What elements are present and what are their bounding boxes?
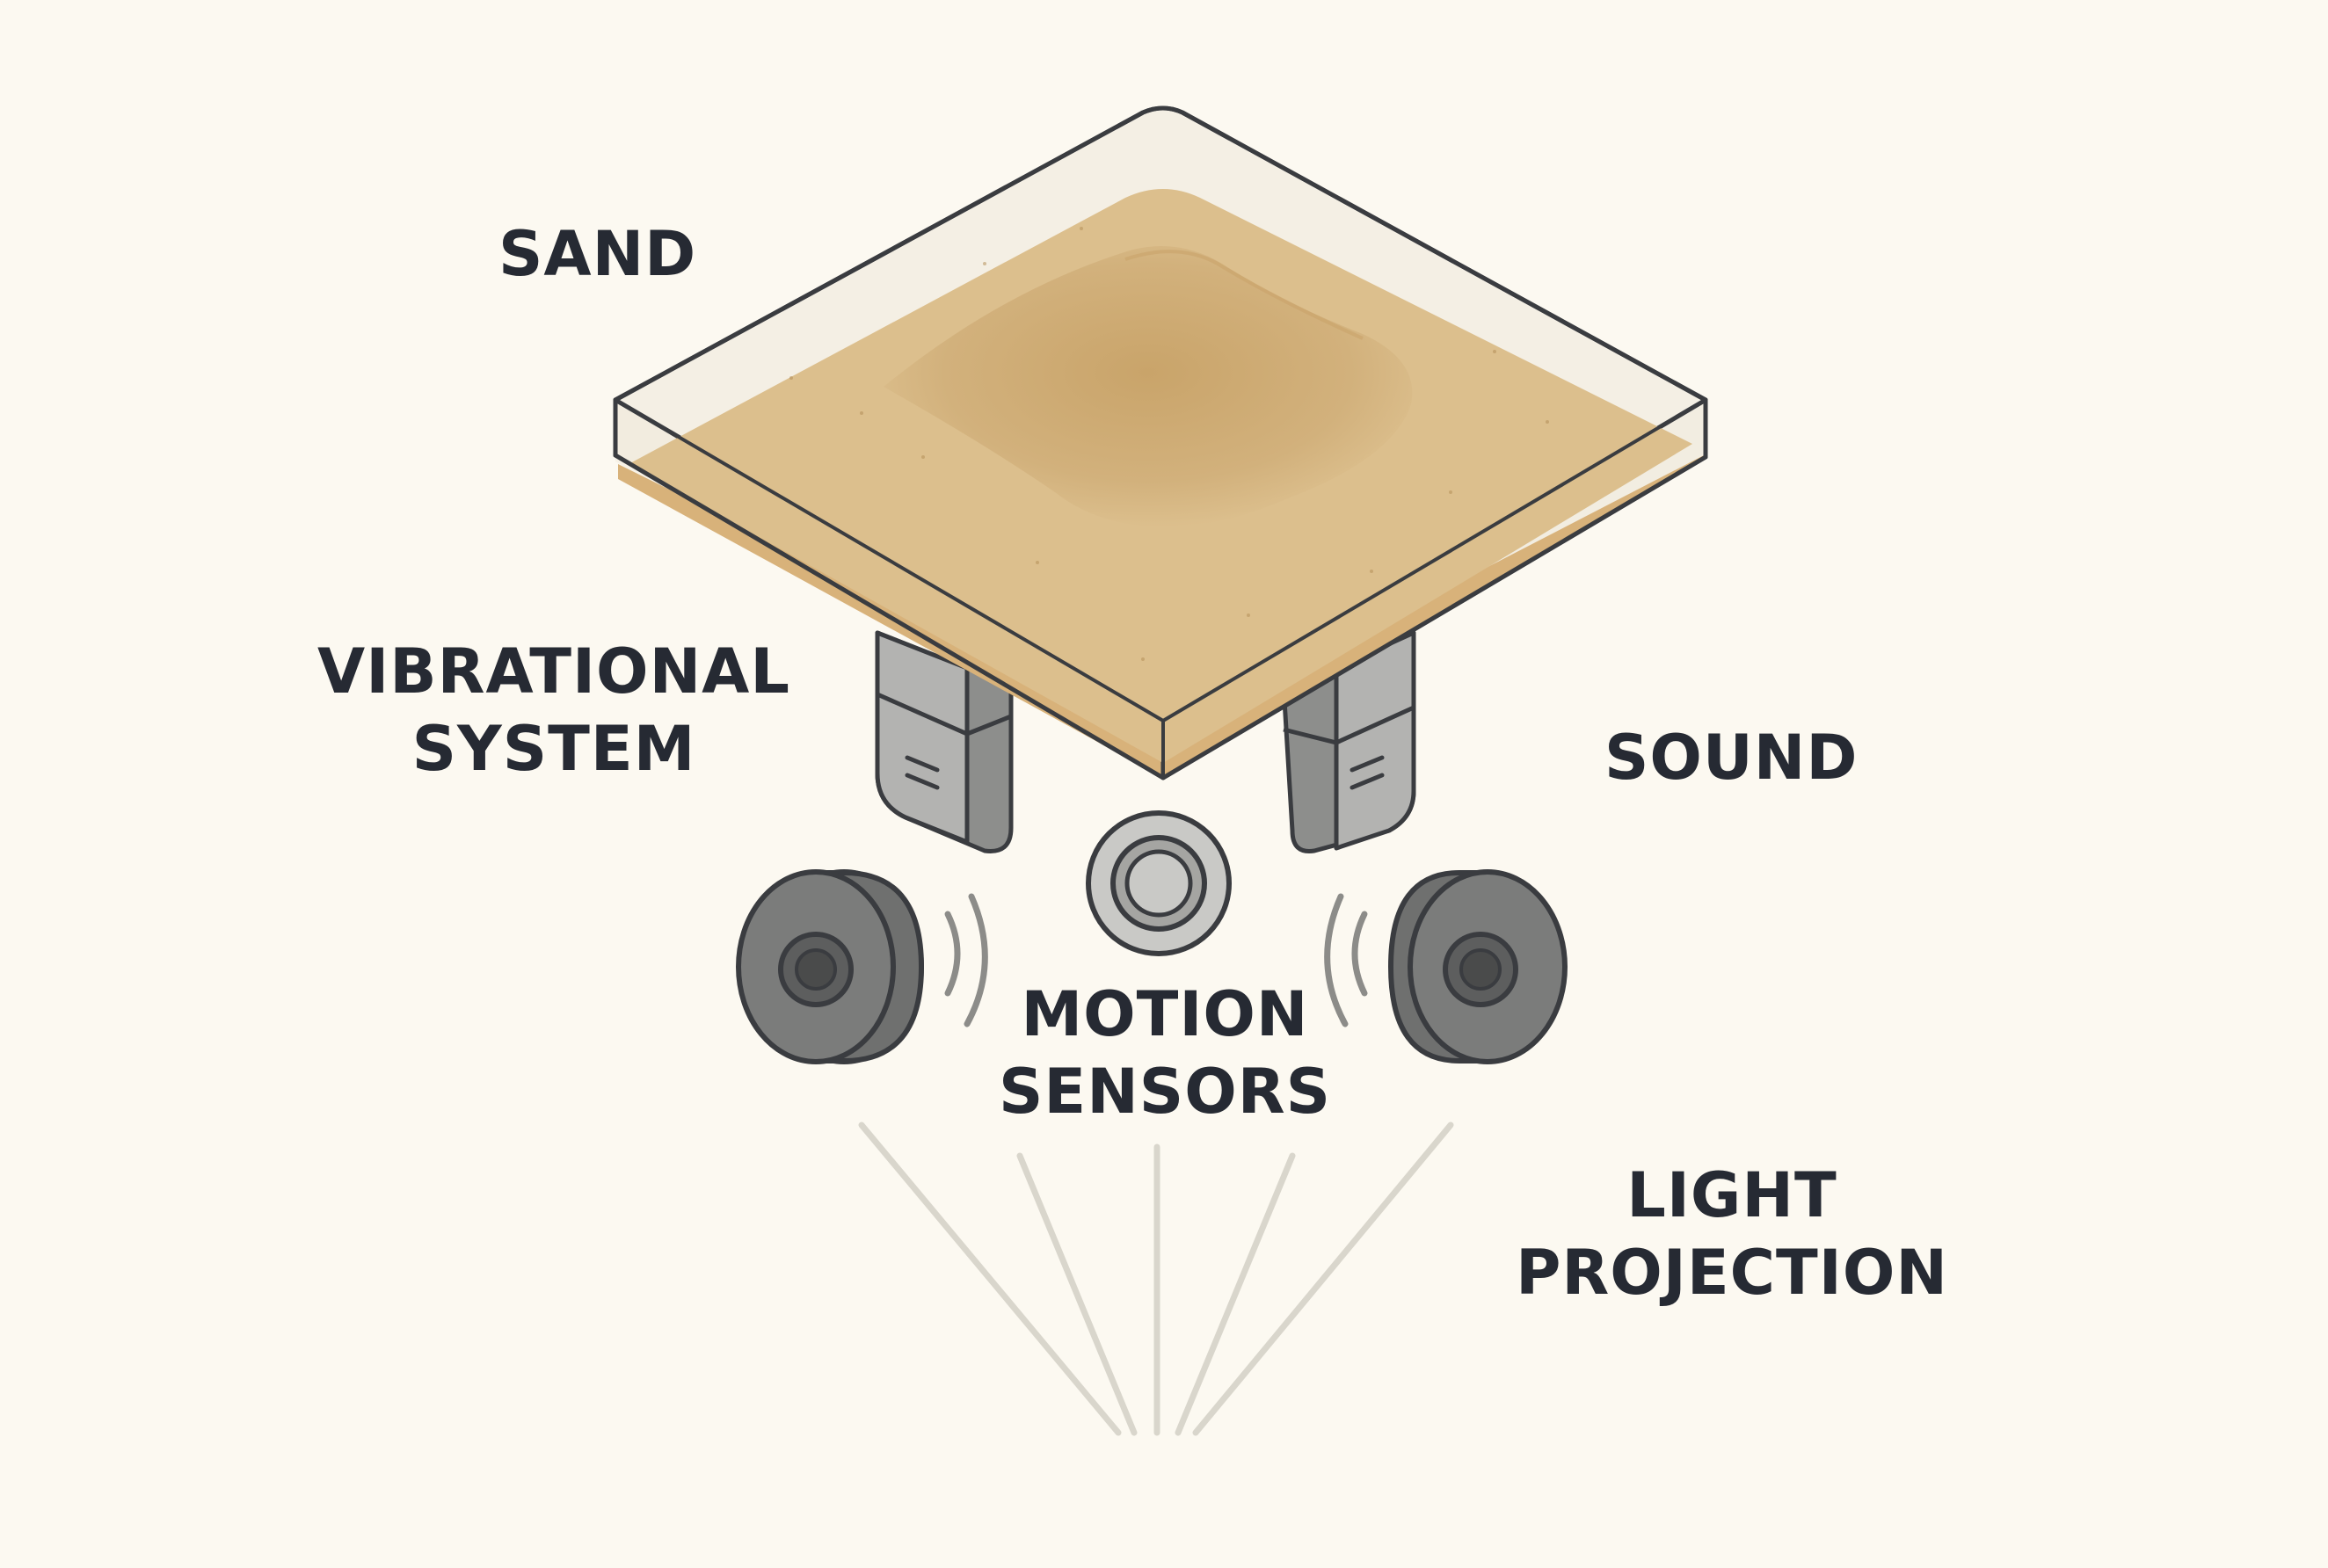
sand-tray xyxy=(613,105,1708,780)
left-speaker-icon xyxy=(736,869,925,1064)
label-sand-text: SAND xyxy=(498,218,697,290)
label-light-line-1: LIGHT xyxy=(1626,1159,1837,1231)
light-rays-icon xyxy=(858,1122,1454,1436)
label-light-line-2: PROJECTION xyxy=(1516,1237,1948,1309)
label-vibrational-system: VIBRATIONAL SYSTEM xyxy=(290,633,818,788)
label-motion-sensors: MOTION SENSORS xyxy=(945,976,1385,1130)
left-leg-icon xyxy=(875,630,1014,853)
right-speaker-icon xyxy=(1387,869,1568,1064)
label-sound-text: SOUND xyxy=(1604,722,1859,794)
label-sound: SOUND xyxy=(1604,719,1858,796)
label-motion-line-1: MOTION xyxy=(1021,978,1309,1050)
label-vibrational-line-2: SYSTEM xyxy=(411,713,696,785)
label-motion-line-2: SENSORS xyxy=(998,1056,1332,1128)
sound-waves-icon xyxy=(944,893,1368,1027)
label-vibrational-line-1: VIBRATIONAL xyxy=(317,635,790,708)
label-light-projection: LIGHT PROJECTION xyxy=(1459,1157,2004,1311)
motion-sensor-icon xyxy=(1086,810,1232,956)
label-sand: SAND xyxy=(498,215,696,293)
